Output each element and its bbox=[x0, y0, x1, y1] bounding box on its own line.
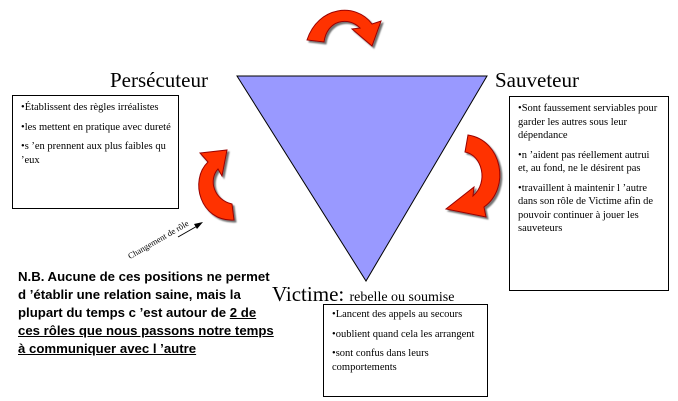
persecuteur-item: Établissent des règles irréalistes bbox=[21, 101, 172, 115]
persecuteur-box: Établissent des règles irréalistes les m… bbox=[12, 95, 179, 209]
persecuteur-item: s ’en prennent aux plus faibles qu ’eux bbox=[21, 140, 172, 167]
victime-subtitle: rebelle ou soumise bbox=[349, 290, 455, 305]
persecuteur-title: Persécuteur bbox=[110, 68, 208, 92]
drama-triangle bbox=[236, 75, 488, 282]
nb-note-underlined: 2 de ces rôles que nous passons notre te… bbox=[18, 305, 274, 356]
persecuteur-item: les mettent en pratique avec dureté bbox=[21, 121, 172, 135]
sauveteur-box: Sont faussement serviables pour garder l… bbox=[509, 96, 669, 291]
victime-box: Lancent des appels au secours oublient q… bbox=[323, 304, 488, 397]
sauveteur-item: travaillent à maintenir l ’autre dans so… bbox=[518, 182, 662, 236]
role-change-arrow bbox=[177, 222, 203, 238]
victime-list: Lancent des appels au secours oublient q… bbox=[332, 308, 481, 374]
cycle-arrow-top bbox=[306, 9, 382, 47]
cycle-arrow-right bbox=[444, 134, 501, 218]
nb-note: N.B. Aucune de ces positions ne permet d… bbox=[18, 268, 276, 358]
sauveteur-title: Sauveteur bbox=[495, 68, 579, 92]
sauveteur-item: Sont faussement serviables pour garder l… bbox=[518, 102, 662, 143]
nb-note-text: N.B. Aucune de ces positions ne permet d… bbox=[18, 269, 270, 320]
victime-item: Lancent des appels au secours bbox=[332, 308, 481, 322]
victime-item: oublient quand cela les arrangent bbox=[332, 328, 481, 342]
sauveteur-item: n ’aident pas réellement autrui et, au f… bbox=[518, 149, 662, 176]
persecuteur-list: Établissent des règles irréalistes les m… bbox=[21, 101, 172, 167]
cycle-arrow-left bbox=[198, 149, 235, 221]
sauveteur-list: Sont faussement serviables pour garder l… bbox=[518, 102, 662, 236]
victime-title-main: Victime: bbox=[272, 282, 345, 306]
victime-item: sont confus dans leurs comportements bbox=[332, 347, 481, 374]
victime-title: Victime: rebelle ou soumise bbox=[272, 284, 454, 305]
